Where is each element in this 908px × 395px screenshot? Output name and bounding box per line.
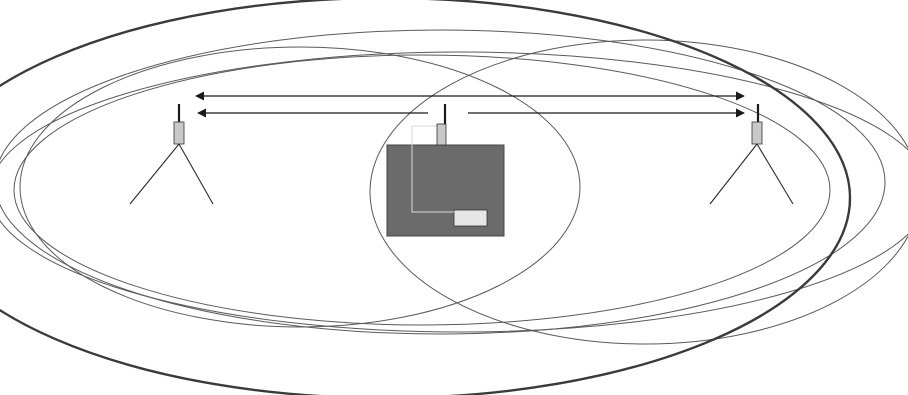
center-device bbox=[387, 104, 504, 236]
right-station bbox=[710, 104, 793, 204]
left-station bbox=[130, 104, 213, 204]
router-device-icon bbox=[387, 104, 504, 236]
antenna-body bbox=[437, 124, 446, 145]
link-arrows bbox=[196, 96, 744, 113]
tripod-antenna-icon bbox=[710, 104, 793, 204]
tripod-antenna-icon bbox=[130, 104, 213, 204]
device-panel bbox=[454, 210, 487, 226]
